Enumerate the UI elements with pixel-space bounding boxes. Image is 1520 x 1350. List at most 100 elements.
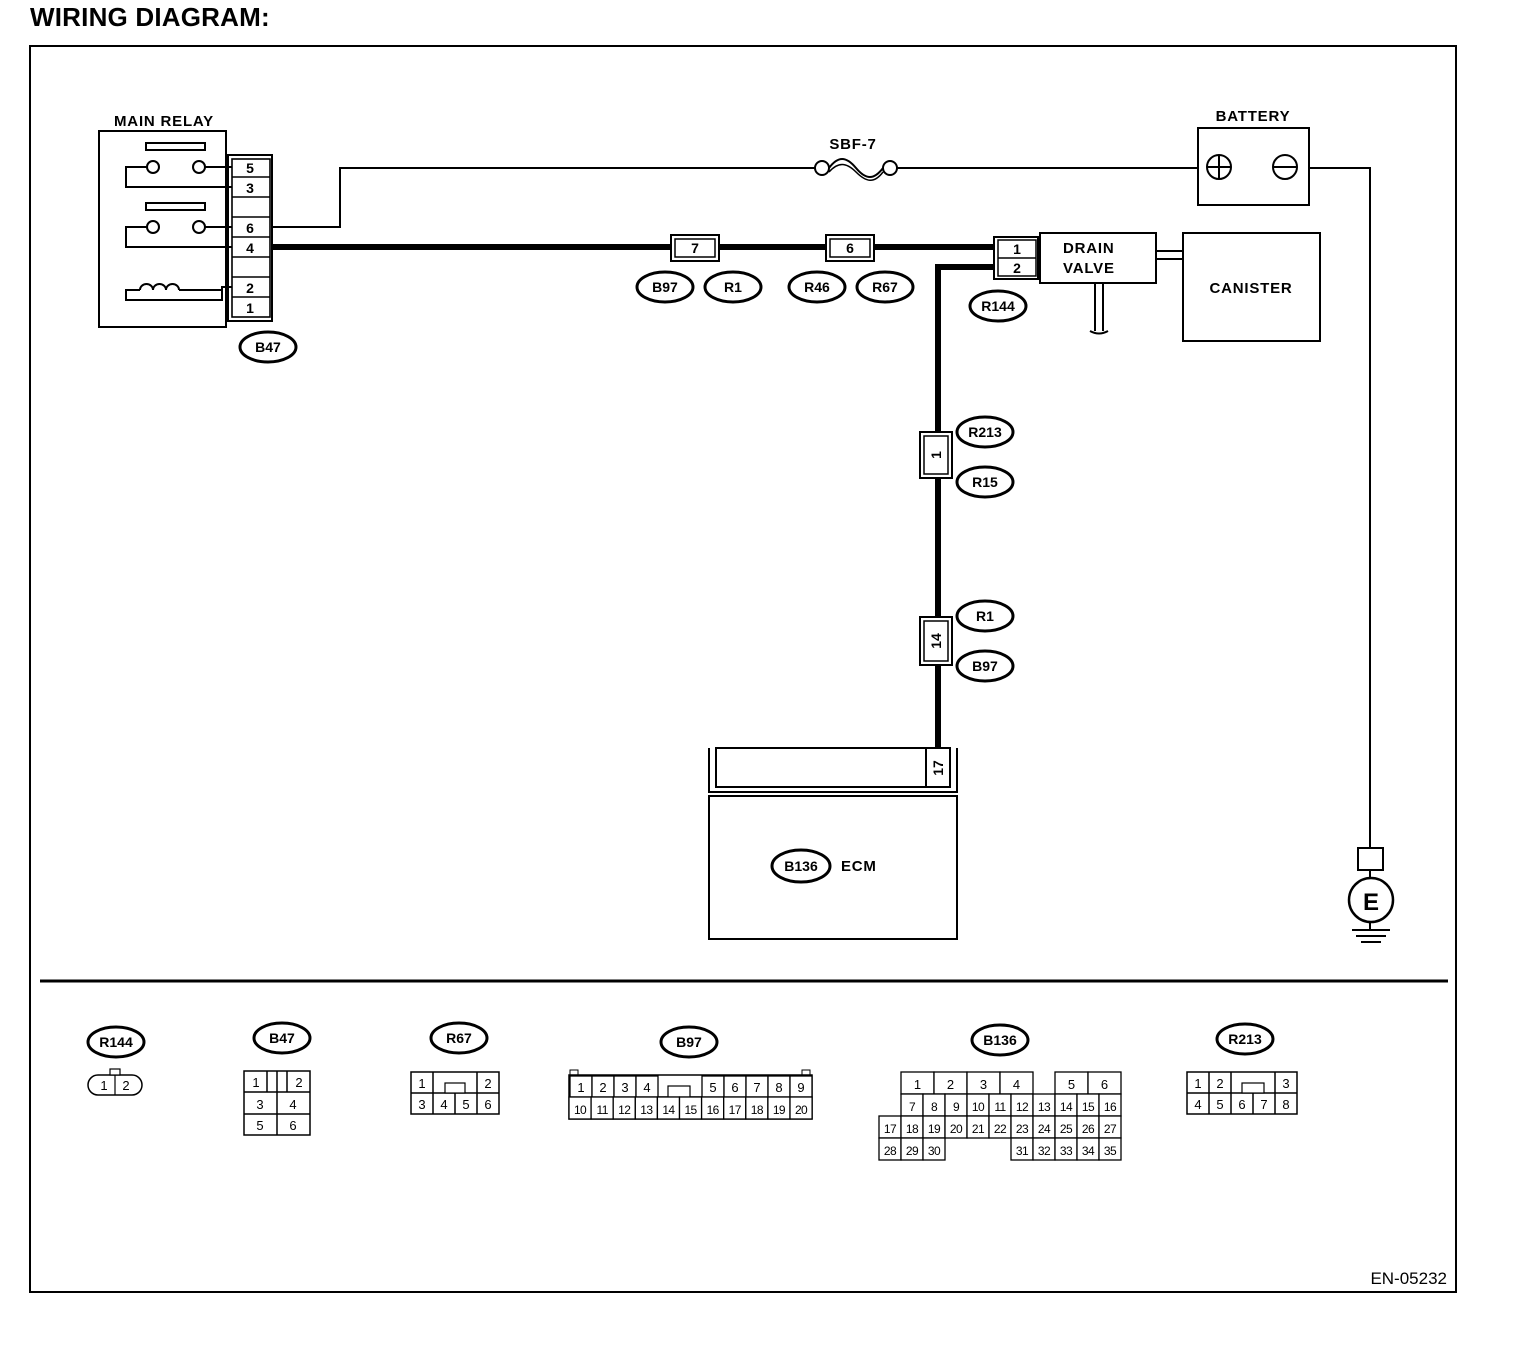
svg-text:R144: R144 xyxy=(99,1034,133,1050)
pin-label: 8 xyxy=(931,1100,938,1114)
pin-label: 1 xyxy=(252,1075,259,1090)
ecm-pin: 17 xyxy=(930,760,946,776)
svg-text:7: 7 xyxy=(691,240,699,256)
svg-text:B47: B47 xyxy=(269,1030,295,1046)
svg-text:6: 6 xyxy=(846,240,854,256)
pin-label: 25 xyxy=(1060,1122,1073,1136)
relay-coil xyxy=(125,286,232,301)
pin-label: 13 xyxy=(640,1103,653,1117)
diagram-frame xyxy=(29,45,1457,1293)
connector-tag-r15 xyxy=(955,465,1015,499)
pin-label: 20 xyxy=(795,1103,808,1117)
ecm: 17 B136 ECM xyxy=(708,747,958,940)
svg-text:B97: B97 xyxy=(676,1034,702,1050)
inline-connector-r213-r15: 1 R213 R15 xyxy=(919,415,1015,499)
pin-label: 2 xyxy=(122,1078,129,1093)
pin-label: 24 xyxy=(1038,1122,1051,1136)
connector-face-tag xyxy=(252,1021,312,1055)
drain-valve-pin: 2 xyxy=(1013,260,1021,276)
inline-connector-r1-b97: 14 R1 B97 xyxy=(919,599,1015,683)
svg-text:B136: B136 xyxy=(784,858,818,874)
pin-label: 4 xyxy=(643,1080,650,1095)
pin-label: 1 xyxy=(914,1077,921,1092)
pin-label: 7 xyxy=(753,1080,760,1095)
pin-label: 5 xyxy=(462,1097,469,1112)
main-relay-label: MAIN RELAY xyxy=(114,113,214,130)
pin-label: 3 xyxy=(418,1097,425,1112)
svg-text:R67: R67 xyxy=(446,1030,472,1046)
pin-label: 4 xyxy=(289,1097,296,1112)
inline-connector-r46-r67: 6 R46 R67 xyxy=(787,234,915,304)
pin-label: 13 xyxy=(1038,1100,1051,1114)
pin-label: 1 xyxy=(1194,1076,1201,1091)
ground-label: E xyxy=(1363,889,1379,916)
relay-terminal-block xyxy=(227,154,273,322)
connector-tag-b97 xyxy=(635,270,695,304)
pin-label: 6 xyxy=(1101,1077,1108,1092)
wires xyxy=(272,167,1371,848)
svg-text:B47: B47 xyxy=(255,339,281,355)
pin-label: 19 xyxy=(928,1122,941,1136)
svg-text:R144: R144 xyxy=(981,298,1015,314)
pin-label: 11 xyxy=(597,1103,609,1117)
wire-battery-to-ground xyxy=(1309,167,1371,848)
ecm-label: ECM xyxy=(841,858,877,875)
pin-label: 34 xyxy=(1082,1144,1095,1158)
pin-label: 15 xyxy=(684,1103,697,1117)
pin-label: 19 xyxy=(773,1103,786,1117)
relay-pin: 3 xyxy=(246,180,254,196)
pin-label: 33 xyxy=(1060,1144,1073,1158)
pin-label: 3 xyxy=(621,1080,628,1095)
connector-face-tag xyxy=(1215,1022,1275,1056)
pin-label: 2 xyxy=(599,1080,606,1095)
battery-body xyxy=(1197,127,1310,206)
pin-label: 16 xyxy=(707,1103,720,1117)
pin-label: 5 xyxy=(709,1080,716,1095)
svg-text:R213: R213 xyxy=(968,424,1002,440)
svg-text:R213: R213 xyxy=(1228,1031,1262,1047)
pin-label: 9 xyxy=(797,1080,804,1095)
svg-text:R46: R46 xyxy=(804,279,830,295)
relay-pin: 2 xyxy=(246,280,254,296)
pin-label: 31 xyxy=(1016,1144,1029,1158)
pin-label: 10 xyxy=(972,1100,985,1114)
relay-pin: 1 xyxy=(246,300,254,316)
pin-label: 6 xyxy=(731,1080,738,1095)
connector-tag-r1-lower xyxy=(955,599,1015,633)
pin-label: 6 xyxy=(1238,1097,1245,1112)
connector-tag-b47 xyxy=(238,330,298,364)
pin-label: 7 xyxy=(909,1100,916,1114)
connector-tag-b136 xyxy=(770,848,832,884)
connector-tag-b97-lower xyxy=(955,649,1015,683)
pin-label: 20 xyxy=(950,1122,963,1136)
pin-label: 21 xyxy=(972,1122,985,1136)
svg-text:14: 14 xyxy=(928,633,944,649)
svg-text:R1: R1 xyxy=(976,608,994,624)
pin-label: 3 xyxy=(1282,1076,1289,1091)
pin-label: 2 xyxy=(947,1077,954,1092)
pin-label: 15 xyxy=(1082,1100,1095,1114)
svg-text:B136: B136 xyxy=(983,1032,1017,1048)
svg-text:R15: R15 xyxy=(972,474,998,490)
pin-label: 8 xyxy=(1282,1097,1289,1112)
pin-label: 5 xyxy=(1216,1097,1223,1112)
drain-valve-label: VALVE xyxy=(1063,260,1115,277)
pin-label: 2 xyxy=(295,1075,302,1090)
wire-relay-to-fuse xyxy=(272,167,816,228)
connector-tag-r67 xyxy=(855,270,915,304)
document-code: EN-05232 xyxy=(1370,1269,1447,1288)
svg-text:R67: R67 xyxy=(872,279,898,295)
pin-label: 1 xyxy=(418,1076,425,1091)
pin-label: 12 xyxy=(618,1103,631,1117)
connector-tag-r1 xyxy=(703,270,763,304)
svg-text:1: 1 xyxy=(928,451,944,459)
pin-label: 29 xyxy=(906,1144,919,1158)
pin-label: 30 xyxy=(928,1144,941,1158)
pin-label: 6 xyxy=(484,1097,491,1112)
fuse-sbf-7: SBF-7 xyxy=(814,136,898,181)
relay-pin: 5 xyxy=(246,160,254,176)
